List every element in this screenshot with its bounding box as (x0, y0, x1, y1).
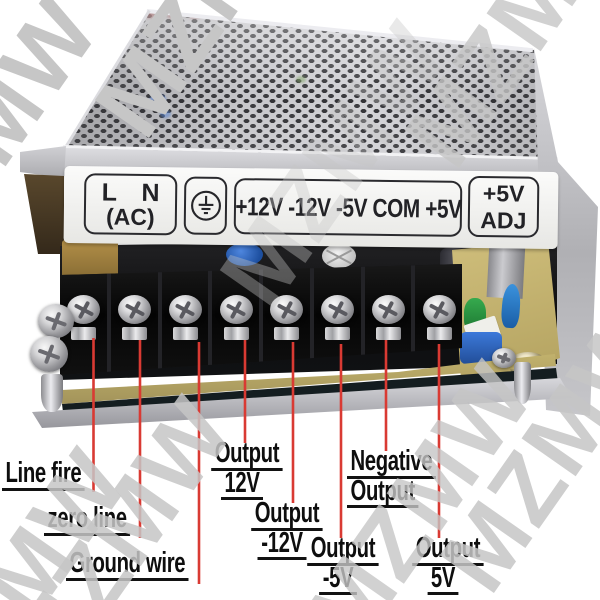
lid-green-speck (296, 76, 306, 83)
screw-terminal (219, 295, 253, 324)
terminal-clamp (426, 327, 452, 340)
annotation-text: -5V (319, 563, 357, 596)
outputs-label-box: +12V -12V -5V COM +5V (233, 178, 463, 237)
annotation-text: -12V (257, 528, 307, 561)
annotation-output-neg5v: Output -5V (294, 534, 382, 596)
annotation-text: 5V (427, 563, 459, 596)
terminal-plus12v (208, 264, 259, 375)
screw-terminal (371, 295, 405, 324)
annotation-text: Output (251, 499, 323, 531)
standoff-foot (41, 374, 63, 412)
terminal-clamp (223, 327, 249, 340)
screw-terminal (321, 295, 355, 324)
case-screw (30, 336, 68, 372)
case-screw (38, 304, 74, 338)
annotation-text: Output (307, 534, 379, 566)
psu-left-side-panel (20, 146, 66, 178)
screw-terminal (118, 295, 152, 324)
annotation-text: Output (412, 534, 484, 566)
annotation-ground-wire: Ground wire (66, 549, 256, 581)
yellow-sticker (415, 15, 457, 37)
terminal-minus12v (259, 264, 310, 375)
lid-blue-speck (150, 94, 166, 104)
annotation-text: Line fire (2, 459, 85, 491)
adj-label-box: +5V ADJ (467, 175, 540, 238)
terminal-ground (157, 264, 209, 375)
blue-capacitor-top (226, 243, 263, 266)
standoff-foot (514, 362, 531, 404)
ac-input-label-box: L N (AC) (83, 173, 178, 236)
terminal-clamp (122, 327, 148, 340)
earth-ground-icon (190, 190, 221, 221)
outputs-label-text: +12V -12V -5V COM +5V (234, 190, 462, 224)
annotation-line-fire: Line fire (2, 459, 132, 491)
ac-input-label-line2: (AC) (105, 202, 155, 230)
terminal-clamp (375, 327, 401, 340)
lid-component-glow (65, 11, 418, 18)
white-capacitor-top (322, 244, 356, 268)
annotation-zero-line: zero line (44, 504, 184, 536)
annotation-output-5v: Output 5V (399, 534, 487, 596)
annotation-text: Negative (347, 447, 436, 479)
annotation-negative-output: Negative Output (347, 447, 467, 509)
case-screw (492, 348, 516, 368)
adj-label-line1: +5V (482, 180, 525, 207)
screw-terminal (422, 295, 456, 324)
adj-label-line2: ADJ (480, 206, 527, 234)
annotation-text: 12V (220, 468, 264, 501)
terminal-clamp (71, 327, 97, 340)
ground-label-box (183, 176, 228, 235)
annotation-text: zero line (44, 504, 131, 536)
screw-terminal (270, 295, 304, 324)
ac-input-label-line1: L N (101, 177, 160, 207)
terminal-clamp (172, 327, 198, 340)
terminal-label-panel: L N (AC) +12V -12V -5V COM +5V +5V ADJ (63, 165, 559, 250)
terminal-clamp (274, 327, 300, 340)
screw-terminal (168, 295, 202, 324)
annotation-text: Ground wire (66, 549, 189, 581)
terminal-clamp (325, 327, 351, 340)
annotation-output-neg12v: Output -12V (238, 499, 326, 561)
annotation-text: Output (211, 439, 283, 471)
annotation-text: Output (347, 476, 419, 509)
terminal-n (106, 264, 158, 375)
annotation-output-12v: Output 12V (198, 439, 286, 501)
lid-blue-speck (160, 110, 171, 118)
